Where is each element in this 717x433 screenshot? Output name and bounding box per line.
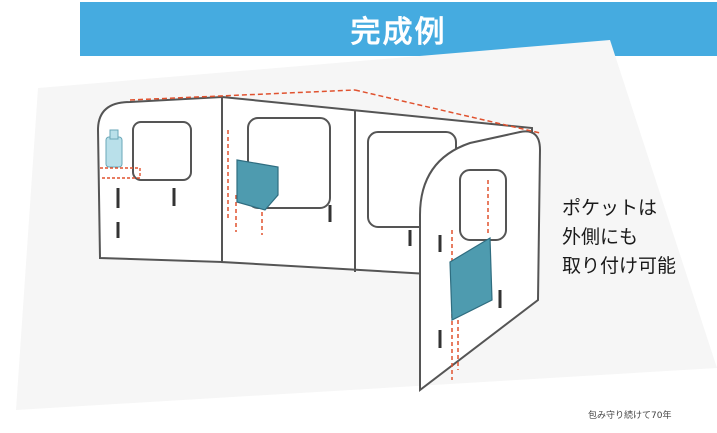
pocket-note: ポケットは 外側にも 取り付け可能	[562, 194, 676, 281]
note-line: 外側にも	[562, 226, 639, 248]
page-title: 完成例	[350, 15, 447, 50]
title-banner: 完成例	[80, 2, 717, 56]
right-panel-slots	[438, 235, 502, 348]
brand-tagline: 包み守り続けて70年	[588, 411, 672, 421]
guide-lines	[129, 89, 541, 380]
note-line: ポケットは	[562, 197, 658, 219]
left-panel-slots	[116, 188, 176, 238]
pocket-inner	[236, 159, 279, 211]
bottle-icon	[105, 129, 123, 168]
pocket-outer	[449, 236, 493, 321]
left-panel	[96, 95, 223, 264]
center-panel-slots	[328, 205, 412, 246]
shelf-hook	[100, 167, 141, 179]
note-line: 取り付け可能	[562, 255, 677, 277]
